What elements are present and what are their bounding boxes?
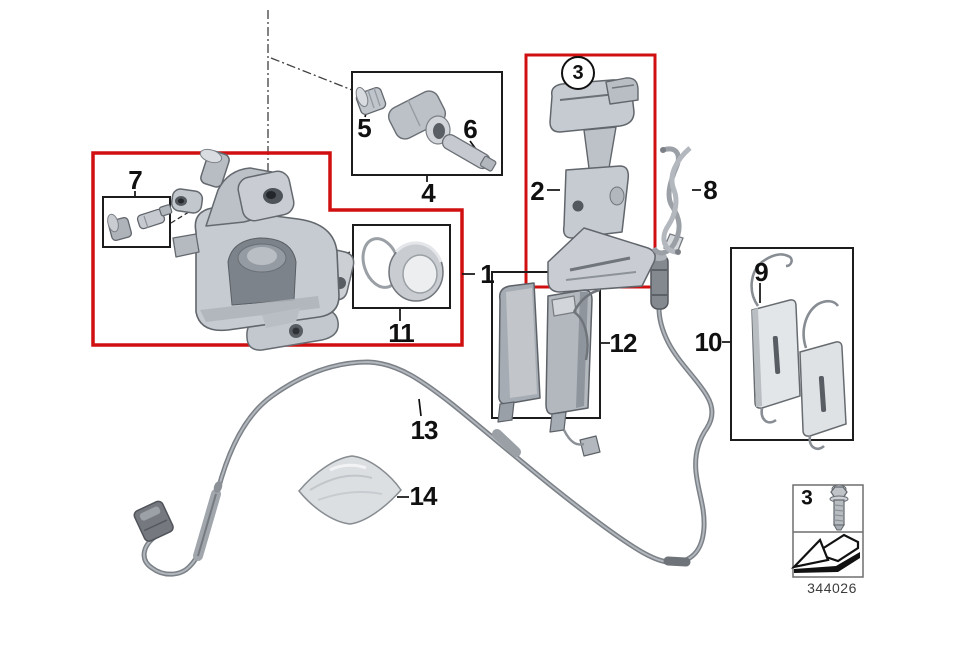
callout-6[interactable]: 6	[463, 114, 478, 144]
callout-7[interactable]: 7	[128, 165, 143, 195]
part-box-bleeder	[102, 196, 171, 248]
callout-10[interactable]: 10	[694, 327, 723, 357]
highlight-box-caliper-assembly	[91, 151, 464, 347]
callout-12[interactable]: 12	[609, 328, 638, 358]
callout-13[interactable]: 13	[410, 415, 439, 445]
piston-seal-parts	[361, 237, 444, 302]
legend-part-number[interactable]: 3	[801, 486, 813, 510]
part-box-retaining-plates	[730, 247, 854, 441]
guide-sleeve-parts	[355, 86, 497, 172]
bleeder-valve-parts	[107, 204, 173, 241]
sensor-plug-connector	[133, 500, 174, 542]
wear-sensor-cable	[141, 307, 715, 577]
retaining-plates-drawing	[750, 253, 847, 450]
callout-14[interactable]: 14	[409, 481, 438, 511]
callout-2[interactable]: 2	[530, 176, 545, 206]
retaining-spring-drawing	[651, 146, 692, 256]
caliper-drawing	[170, 148, 355, 351]
part-box-guide-sleeves	[351, 71, 503, 176]
callout-9[interactable]: 9	[754, 257, 769, 287]
bolt-icon	[829, 484, 849, 531]
callout-8[interactable]: 8	[703, 175, 718, 205]
callout-4[interactable]: 4	[421, 178, 436, 208]
sheet-number: 344026	[807, 580, 857, 596]
grease-packet	[298, 455, 402, 525]
callout-1[interactable]: 1	[480, 259, 495, 289]
callout-5[interactable]: 5	[357, 113, 372, 143]
part-box-brake-pads	[491, 271, 601, 419]
legend-box	[792, 484, 864, 578]
wear-sensor-body	[650, 233, 684, 310]
callout-11[interactable]: 11	[388, 318, 414, 348]
carrier-bracket-drawing	[547, 77, 656, 293]
brake-pads-drawing	[497, 282, 601, 457]
callout-3-circled[interactable]: 3	[561, 56, 595, 90]
direction-arrow-icon	[790, 533, 860, 573]
construction-lines	[255, 10, 353, 192]
